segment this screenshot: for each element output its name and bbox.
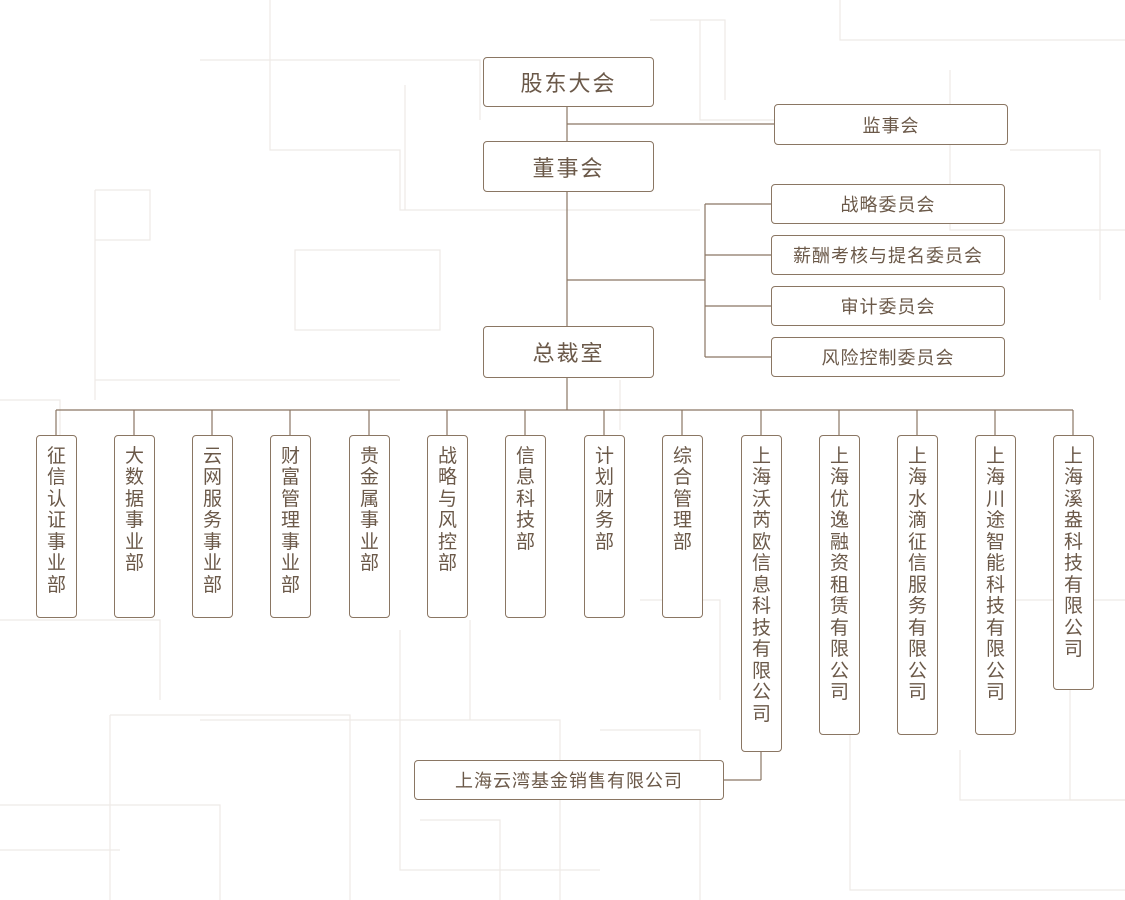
committee-audit: 审计委员会 — [771, 286, 1005, 326]
president-office-box: 总裁室 — [483, 326, 654, 378]
department-5: 战略与风控部 — [427, 435, 468, 618]
subsidiary-10: 上海优逸融资租赁有限公司 — [819, 435, 860, 735]
committee-compensation-nomination: 薪酬考核与提名委员会 — [771, 235, 1005, 275]
department-6: 信息科技部 — [505, 435, 546, 618]
subsidiary-9: 上海沃芮欧信息科技有限公司 — [741, 435, 782, 752]
department-8: 综合管理部 — [662, 435, 703, 618]
department-0: 征信认证事业部 — [36, 435, 77, 618]
supervisory-board-box: 监事会 — [774, 104, 1008, 145]
committee-risk-control: 风险控制委员会 — [771, 337, 1005, 377]
sub-company-box: 上海云湾基金销售有限公司 — [414, 760, 724, 800]
subsidiary-13: 上海溪盎科技有限公司 — [1053, 435, 1094, 690]
department-4: 贵金属事业部 — [349, 435, 390, 618]
committee-strategy: 战略委员会 — [771, 184, 1005, 224]
department-7: 计划财务部 — [584, 435, 625, 618]
shareholders-meeting-box: 股东大会 — [483, 57, 654, 107]
department-3: 财富管理事业部 — [270, 435, 311, 618]
department-2: 云网服务事业部 — [192, 435, 233, 618]
board-of-directors-box: 董事会 — [483, 141, 654, 192]
department-1: 大数据事业部 — [114, 435, 155, 618]
subsidiary-11: 上海水滴征信服务有限公司 — [897, 435, 938, 735]
subsidiary-12: 上海川途智能科技有限公司 — [975, 435, 1016, 735]
